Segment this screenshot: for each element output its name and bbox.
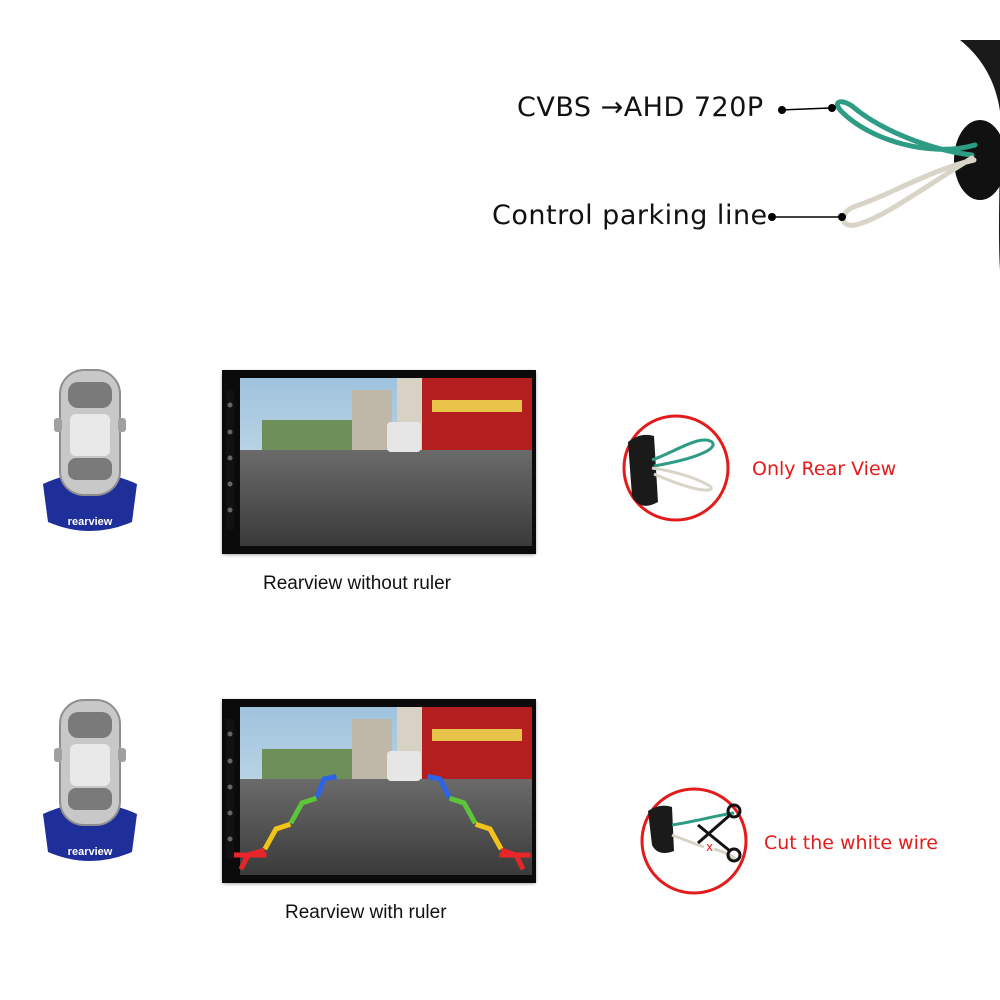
guide-right-blue [427,774,452,799]
guide-left-blue [314,774,337,799]
guide-left-yellow [262,821,292,851]
shop-sign [432,400,522,412]
parked-van [387,751,421,781]
car-roof [70,744,110,786]
camera-cable-illustration [768,40,1000,270]
head-unit-screen-with-ruler [222,699,536,883]
car-mirror-left [54,748,62,762]
guide-right-yellow [474,821,504,851]
car-mirror-right [118,418,126,432]
cvbs-leader-line [779,107,831,111]
parked-van [387,422,421,452]
note-cut-white-wire: Cut the white wire [764,832,938,854]
guide-left-green [288,795,318,825]
rearview-camera-image [222,370,536,554]
caption-without-ruler: Rearview without ruler [263,573,451,594]
scissors-icon [697,803,742,863]
car-roof [70,414,110,456]
cvbs-leader-dot [778,106,786,114]
cvbs-wire-dot [828,104,836,112]
building [352,719,392,779]
rearview-badge: rearview [68,516,113,528]
caption-with-ruler: Rearview with ruler [285,902,447,923]
white-wire [840,155,977,228]
head-unit-screen-without-ruler [222,370,536,554]
control-parking-line-label: Control parking line [492,200,768,231]
car-mirror-left [54,418,62,432]
svg-text:x: x [706,840,713,854]
trees [262,420,352,450]
camera-plug [628,434,658,506]
camera-road [240,450,532,546]
camera-grommet [954,120,1000,200]
rearview-camera-image-with-guides [222,699,536,883]
parking-guide-lines [233,774,531,871]
car-mirror-right [118,748,126,762]
wire-detail-circle-uncut [622,414,730,522]
green-wire [835,99,978,158]
rearview-badge: rearview [68,846,113,858]
car-front-window [68,458,112,480]
car-rearview-icon: rearview [43,369,137,531]
note-only-rear-view: Only Rear View [752,458,897,480]
shop-sign [432,729,522,741]
camera-plug [648,805,674,853]
parking-wire-dot [838,213,846,221]
parking-leader-dot [768,213,776,221]
building [352,390,392,450]
trees [262,749,352,779]
guide-right-green [448,795,478,825]
car-rear-window [68,382,112,408]
wire-detail-circle-cut: x [640,787,748,895]
camera-body [960,40,1000,270]
car-rear-window [68,712,112,738]
car-front-window [68,788,112,810]
cvbs-ahd-label: CVBS →AHD 720P [517,92,764,123]
car-rearview-icon: rearview [43,699,137,861]
